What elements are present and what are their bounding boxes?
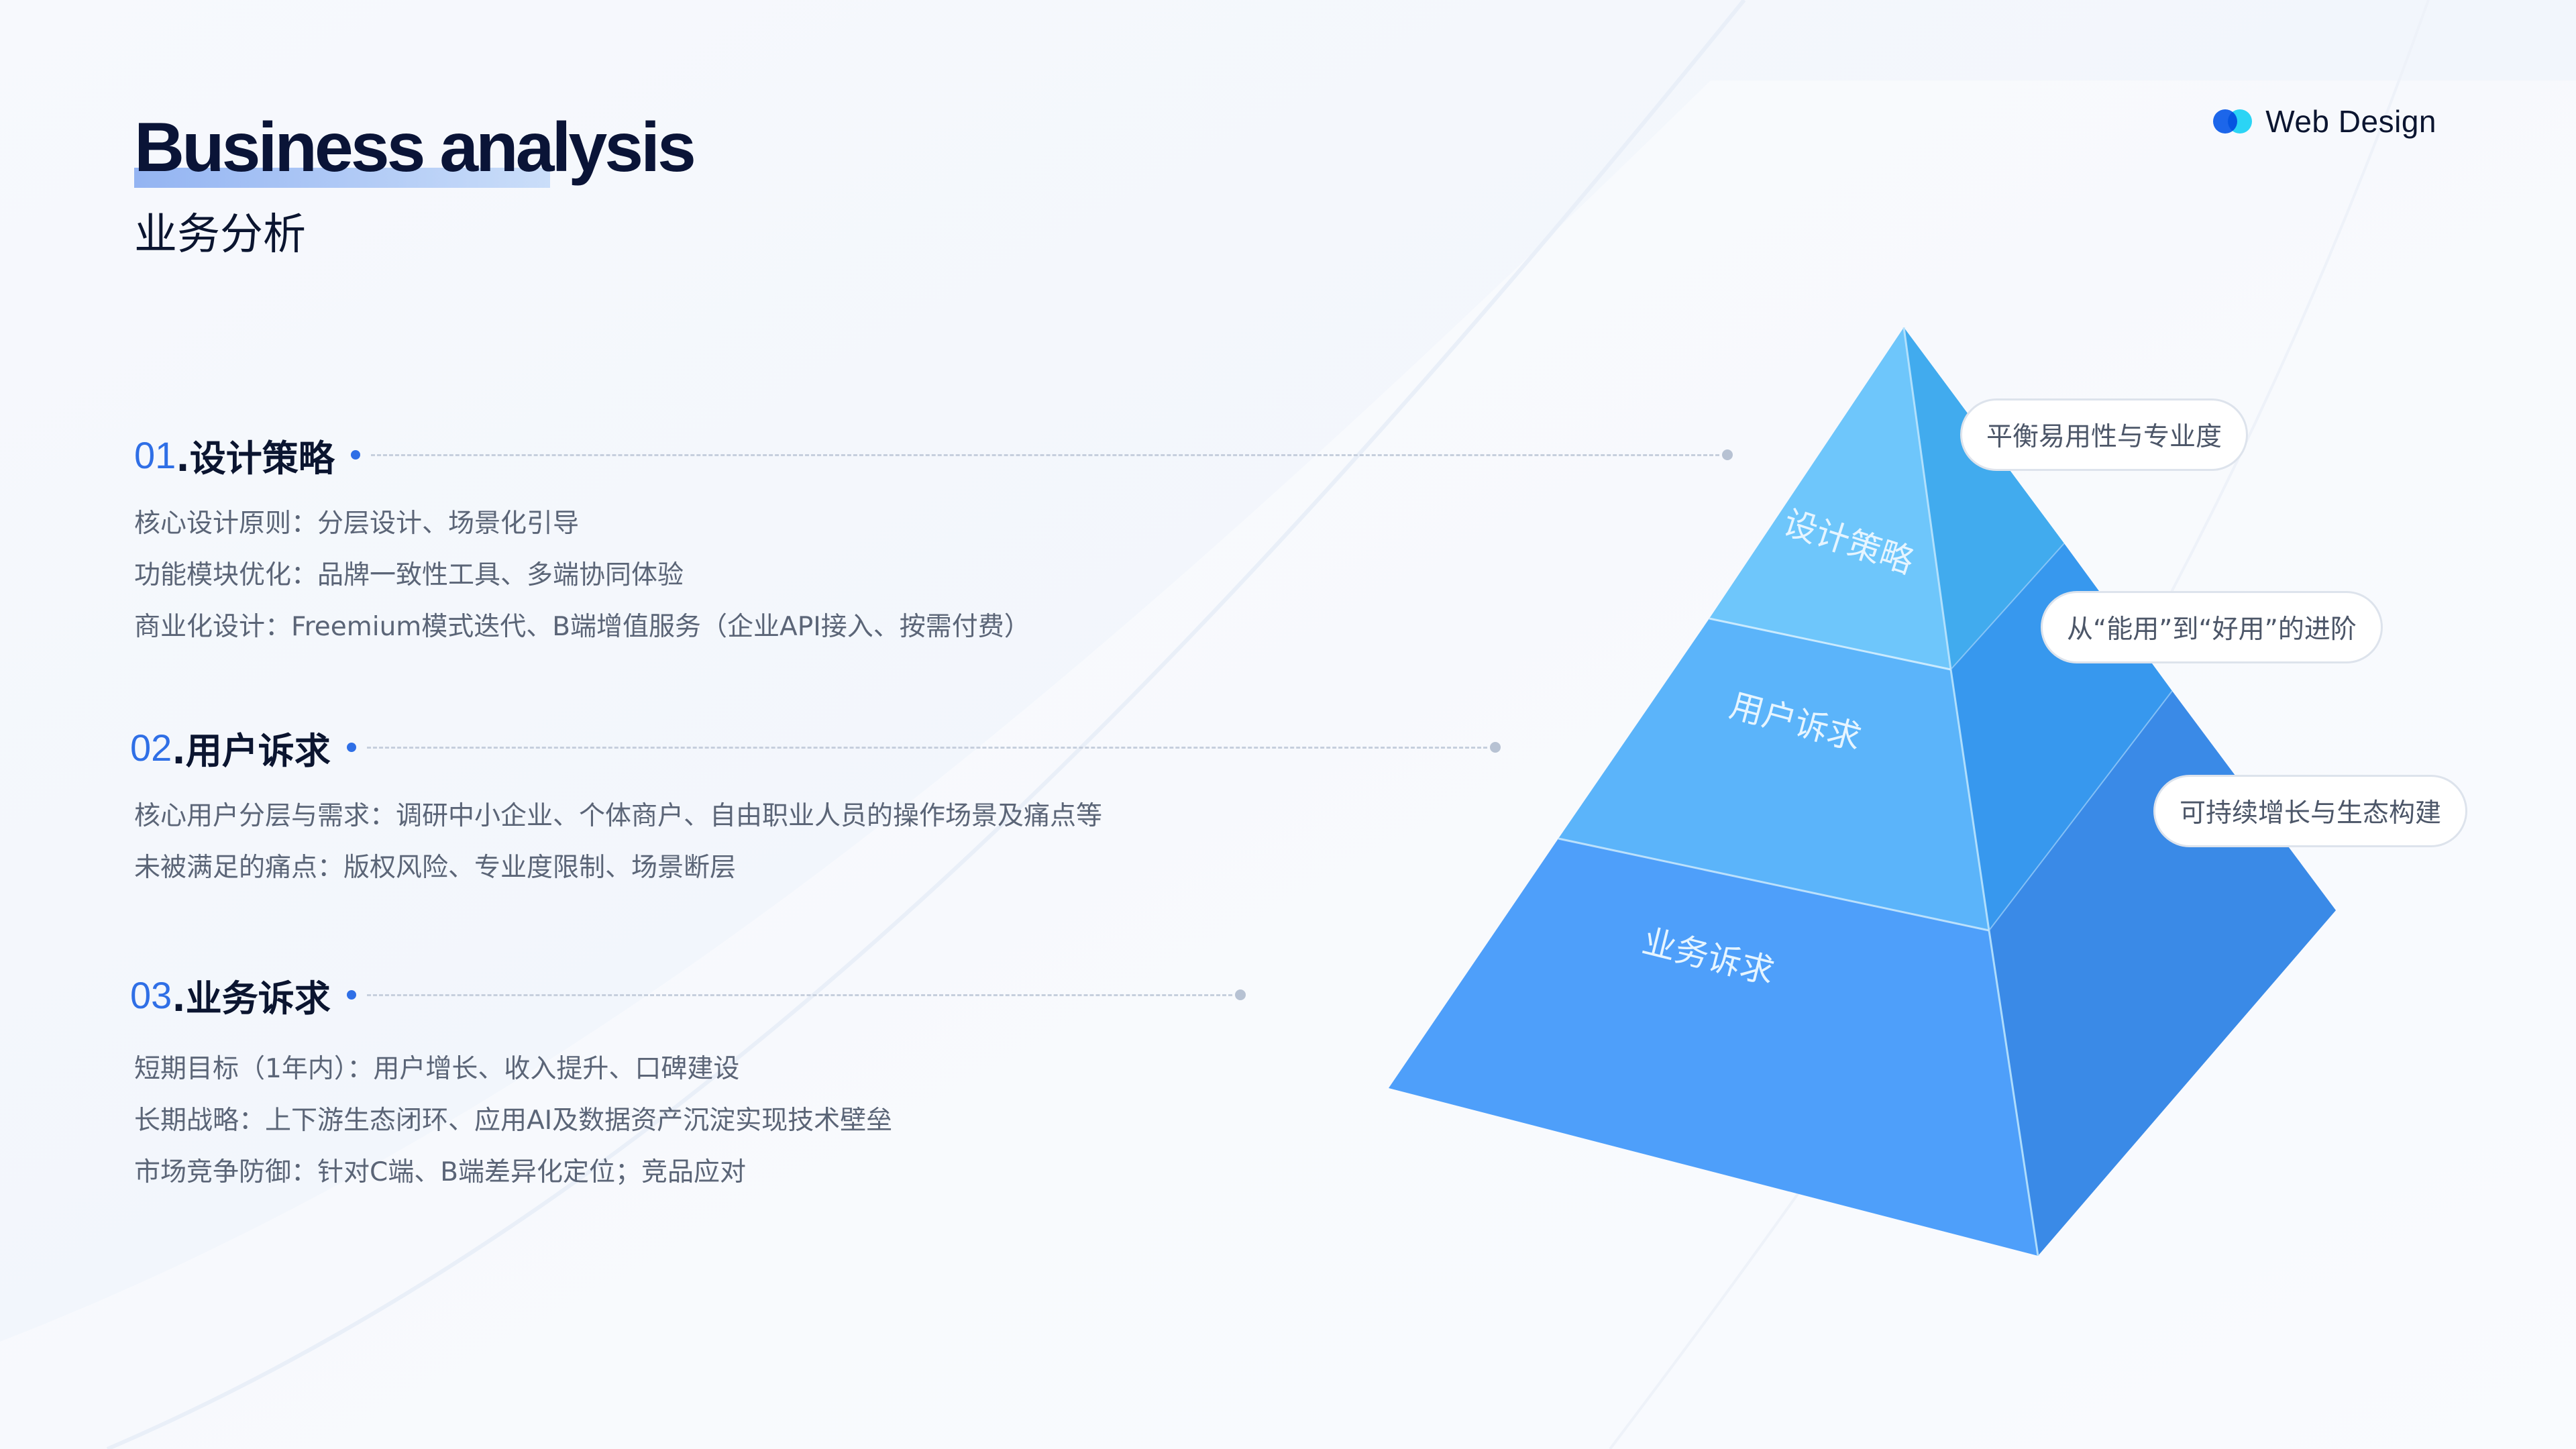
page-subtitle: 业务分析 [134, 210, 306, 260]
section-items: 短期目标（1年内）：用户增长、收入提升、口碑建设 长期战略：上下游生态闭环、应用… [134, 1043, 1246, 1198]
list-item: 长期战略：上下游生态闭环、应用AI及数据资产沉淀实现技术壁垒 [134, 1106, 893, 1136]
header: Business analysis 业务分析 [134, 107, 696, 262]
background-arc-line [106, 0, 1746, 1449]
callout-balance: 平衡易用性与专业度 [1960, 398, 2249, 471]
list-item: 短期目标（1年内）：用户增长、收入提升、口碑建设 [134, 1054, 740, 1084]
section-user-needs: 02 .用户诉求 核心用户分层与需求：调研中小企业、个体商户、自由职业人员的操作… [130, 720, 1501, 894]
brand-logo-icon [2213, 109, 2253, 133]
section-design-strategy: 01 .设计策略 核心设计原则：分层设计、场景化引导 功能模块优化：品牌一致性工… [134, 428, 1733, 653]
section-dot [350, 450, 360, 460]
section-title: .设计策略 [176, 437, 335, 480]
page-title: Business analysis [134, 109, 696, 186]
title-highlight [134, 168, 550, 188]
section-header: 02 .用户诉求 [130, 720, 1501, 774]
section-dot [346, 990, 356, 1000]
pyramid-side-top [1904, 327, 2064, 669]
brand-name: Web Design [2265, 104, 2436, 139]
section-connector-line [366, 994, 1232, 996]
section-header: 03 .业务诉求 [130, 968, 1246, 1022]
section-business-needs: 03 .业务诉求 短期目标（1年内）：用户增长、收入提升、口碑建设 长期战略：上… [130, 968, 1246, 1198]
section-connector-end [1489, 742, 1501, 753]
section-number: 01 [134, 433, 176, 476]
section-items: 核心用户分层与需求：调研中小企业、个体商户、自由职业人员的操作场景及痛点等 未被… [134, 790, 1501, 894]
list-item: 未被满足的痛点：版权风险、专业度限制、场景断层 [134, 853, 737, 883]
section-title: .业务诉求 [172, 977, 331, 1020]
list-item: 核心用户分层与需求：调研中小企业、个体商户、自由职业人员的操作场景及痛点等 [134, 801, 1103, 831]
section-header: 01 .设计策略 [134, 428, 1733, 482]
section-connector-end [1234, 989, 1246, 1000]
brand: Web Design [2213, 103, 2436, 140]
list-item: 商业化设计：Freemium模式迭代、B端增值服务（企业API接入、按需付费） [134, 612, 1030, 642]
section-connector-line [366, 746, 1487, 749]
callout-sustainable-growth: 可持续增长与生态构建 [2153, 775, 2468, 847]
section-number: 03 [130, 973, 172, 1016]
section-dot [346, 743, 356, 752]
list-item: 市场竞争防御：针对C端、B端差异化定位；竞品应对 [134, 1157, 746, 1187]
list-item: 功能模块优化：品牌一致性工具、多端协同体验 [134, 560, 684, 590]
section-number: 02 [130, 726, 172, 769]
pyramid-front-bottom [1389, 839, 2038, 1256]
section-connector-end [1721, 449, 1733, 460]
section-title: .用户诉求 [172, 729, 331, 772]
callout-progress: 从“能用”到“好用”的进阶 [2041, 591, 2383, 663]
list-item: 核心设计原则：分层设计、场景化引导 [134, 508, 580, 539]
section-connector-line [370, 453, 1719, 456]
section-items: 核心设计原则：分层设计、场景化引导 功能模块优化：品牌一致性工具、多端协同体验 … [134, 498, 1733, 653]
pyramid-front-middle [1558, 619, 1989, 930]
pyramid-front-top [1709, 327, 1951, 669]
